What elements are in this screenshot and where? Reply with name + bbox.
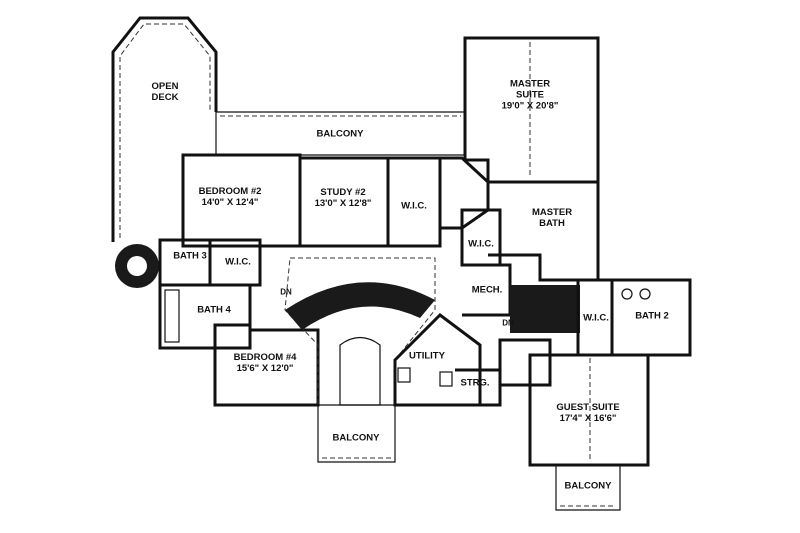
curved-stair-icon xyxy=(285,282,435,330)
study2-name: STUDY #2 xyxy=(320,187,366,198)
bedroom2-name: BEDROOM #2 xyxy=(198,186,262,197)
room-open-deck: OPEN DECK xyxy=(151,81,179,103)
room-balcony-top: BALCONY xyxy=(316,128,364,140)
room-mech: MECH. xyxy=(471,284,503,296)
room-balcony-bottom: BALCONY xyxy=(332,432,380,444)
room-master-suite: MASTER SUITE 19'0" X 20'8" xyxy=(502,79,559,112)
room-strg: STRG. xyxy=(460,377,490,389)
room-bedroom2: BEDROOM #2 14'0" X 12'4" xyxy=(199,186,262,208)
bedroom4-dim: 15'6" X 12'0" xyxy=(236,363,294,374)
study2-dim: 13'0" X 12'8" xyxy=(314,198,372,209)
open-deck-rail xyxy=(119,23,211,238)
room-wic-bath3: W.I.C. xyxy=(225,256,251,268)
room-bedroom4: BEDROOM #4 15'6" X 12'0" xyxy=(234,352,297,374)
room-bath4: BATH 4 xyxy=(197,304,231,316)
room-balcony-guest: BALCONY xyxy=(564,480,612,492)
open-deck-outline xyxy=(111,16,218,242)
guest-balcony-outline xyxy=(555,464,621,511)
room-wic-guest: W.I.C. xyxy=(583,312,609,324)
master-suite-name: MASTER SUITE xyxy=(509,78,551,101)
room-utility: UTILITY xyxy=(409,350,445,362)
bottom-balcony-outline xyxy=(317,404,396,463)
room-master-bath: MASTER BATH xyxy=(531,207,573,229)
room-wic-study: W.I.C. xyxy=(401,200,427,212)
right-stair-icon xyxy=(510,285,580,333)
guest-suite-name: GUEST SUITE xyxy=(556,402,620,413)
guest-suite-dim: 17'4" X 16'6" xyxy=(559,413,617,424)
room-bath3: BATH 3 xyxy=(173,250,207,262)
room-wic-master: W.I.C. xyxy=(468,238,494,250)
master-suite-dim: 19'0" X 20'8" xyxy=(501,100,559,112)
bedroom2-dim: 14'0" X 12'4" xyxy=(201,197,259,208)
utility-walls xyxy=(393,313,482,407)
guest-suite-walls xyxy=(528,353,650,467)
stair-down-marker-right: DN xyxy=(502,318,514,328)
room-guest-suite: GUEST SUITE 17'4" X 16'6" xyxy=(556,402,619,424)
room-study2: STUDY #2 13'0" X 12'8" xyxy=(315,187,372,209)
stair-down-marker-left: DN xyxy=(280,287,292,297)
bedroom4-name: BEDROOM #4 xyxy=(233,352,297,363)
bedroom4-walls xyxy=(213,323,320,407)
room-bath2: BATH 2 xyxy=(635,310,669,322)
